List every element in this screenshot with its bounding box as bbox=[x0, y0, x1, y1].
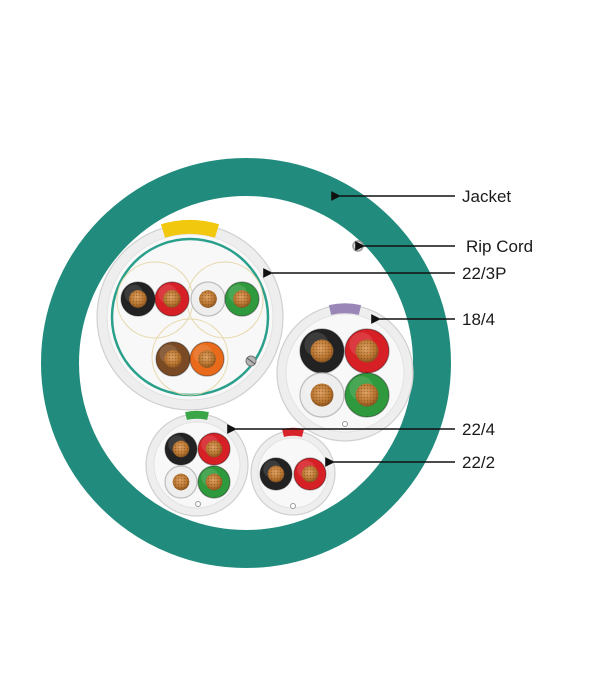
callouts bbox=[227, 191, 455, 467]
jacket bbox=[41, 158, 451, 568]
conductor-white bbox=[164, 465, 198, 499]
rip-cord bbox=[352, 240, 364, 252]
conductor-black bbox=[299, 328, 345, 374]
label-jacket: Jacket bbox=[462, 187, 511, 206]
color-stripe-red bbox=[282, 427, 304, 437]
conductor-red bbox=[344, 328, 390, 374]
conductor-black bbox=[120, 281, 156, 317]
conductor-green bbox=[344, 372, 390, 418]
conductor-green bbox=[224, 281, 260, 317]
conductor-white bbox=[299, 372, 345, 418]
jacket-ring bbox=[41, 158, 451, 568]
label-22-2: 22/2 bbox=[462, 453, 495, 472]
color-stripe-purple bbox=[328, 303, 362, 315]
label-22-4: 22/4 bbox=[462, 420, 495, 439]
label-22-3p: 22/3P bbox=[462, 264, 506, 283]
color-stripe-yellow bbox=[160, 220, 220, 238]
conductor-black bbox=[164, 432, 198, 466]
color-stripe-green bbox=[185, 410, 209, 420]
cable-22-3p bbox=[96, 220, 284, 411]
conductor-red bbox=[293, 457, 327, 491]
label-rip-cord: Rip Cord bbox=[466, 237, 533, 256]
cable-22-2 bbox=[250, 427, 336, 516]
drain-wire bbox=[245, 355, 257, 367]
conductor-brown bbox=[155, 341, 191, 377]
conductor-red bbox=[197, 432, 231, 466]
conductor-black bbox=[259, 457, 293, 491]
conductor-orange bbox=[189, 341, 225, 377]
label-18-4: 18/4 bbox=[462, 310, 495, 329]
cable-22-4 bbox=[145, 410, 249, 517]
conductor-red bbox=[154, 281, 190, 317]
conductor-green bbox=[197, 465, 231, 499]
cable-18-4 bbox=[276, 303, 414, 442]
callout-labels: Jacket Rip Cord 22/3P 18/4 22/4 22/2 bbox=[462, 187, 533, 472]
conductor-white bbox=[190, 281, 226, 317]
